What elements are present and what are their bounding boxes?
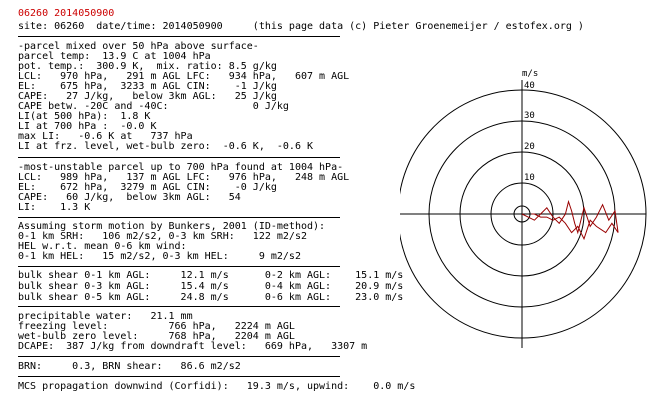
mcs-line: MCS propagation downwind (Corfidi): 19.3… xyxy=(18,381,416,392)
moisture-line: wet-bulb zero level: 768 hPa, 2204 m AGL xyxy=(18,331,295,342)
bulk-shear-line: bulk shear 0-1 km AGL: 12.1 m/s 0-2 km A… xyxy=(18,270,404,281)
mixed-parcel-line: -parcel mixed over 50 hPa above surface- xyxy=(18,41,259,52)
mixed-parcel-line: LCL: 970 hPa, 291 m AGL LFC: 934 hPa, 60… xyxy=(18,71,350,82)
unstable-parcel-line: LCL: 989 hPa, 137 m AGL LFC: 976 hPa, 24… xyxy=(18,172,350,183)
divider xyxy=(18,306,340,307)
divider xyxy=(18,157,340,158)
mixed-parcel-line: pot. temp.: 300.9 K, mix. ratio: 8.5 g/k… xyxy=(18,61,277,72)
ring-label-40: 40 xyxy=(524,81,535,91)
divider xyxy=(18,217,340,218)
ring-label-30: 30 xyxy=(524,111,535,121)
mixed-parcel-line: LI at frz. level, wet-bulb zero: -0.6 K,… xyxy=(18,141,314,152)
header-title: 06260 2014050900 xyxy=(18,8,115,19)
divider xyxy=(18,356,340,357)
mixed-parcel-line: parcel temp: 13.9 C at 1004 hPa xyxy=(18,51,211,62)
bulk-shear-line: bulk shear 0-5 km AGL: 24.8 m/s 0-6 km A… xyxy=(18,292,404,303)
mixed-parcel-line: LI at 700 hPa : -0.0 K xyxy=(18,121,157,132)
unstable-parcel-line: LI: 1.3 K xyxy=(18,202,91,213)
divider xyxy=(18,266,340,267)
mixed-parcel-line: LI(at 500 hPa): 1.8 K xyxy=(18,111,151,122)
site-line: site: 06260 date/time: 2014050900 (this … xyxy=(18,21,584,32)
unstable-parcel-line: CAPE: 60 J/kg, below 3km AGL: 54 xyxy=(18,192,241,203)
divider xyxy=(18,36,340,37)
storm-motion-line: 0-1 km SRH: 106 m2/s2, 0-3 km SRH: 122 m… xyxy=(18,231,307,242)
mixed-parcel-line: CAPE: 27 J/kg, below 3km AGL: 25 J/kg xyxy=(18,91,277,102)
hodograph-unit-label: m/s xyxy=(522,69,538,79)
ring-label-10: 10 xyxy=(524,173,535,183)
storm-motion-line: 0-1 km HEL: 15 m2/s2, 0-3 km HEL: 9 m2/s… xyxy=(18,251,301,262)
storm-motion-line: HEL w.r.t. mean 0-6 km wind: xyxy=(18,241,187,252)
unstable-parcel-line: EL: 672 hPa, 3279 m AGL CIN: -0 J/kg xyxy=(18,182,277,193)
mixed-parcel-line: max LI: -0.6 K at 737 hPa xyxy=(18,131,193,142)
moisture-line: DCAPE: 387 J/kg from downdraft level: 66… xyxy=(18,341,368,352)
mixed-parcel-line: EL: 675 hPa, 3233 m AGL CIN: -1 J/kg xyxy=(18,81,277,92)
ring-label-20: 20 xyxy=(524,142,535,152)
unstable-parcel-line: -most-unstable parcel up to 700 hPa foun… xyxy=(18,162,344,173)
moisture-line: precipitable water: 21.1 mm xyxy=(18,311,193,322)
moisture-line: freezing level: 766 hPa, 2224 m AGL xyxy=(18,321,295,332)
brn-line: BRN: 0.3, BRN shear: 86.6 m2/s2 xyxy=(18,361,241,372)
hodograph: m/s 10 20 30 40 xyxy=(400,69,647,348)
mixed-parcel-line: CAPE betw. -20C and -40C: 0 J/kg xyxy=(18,101,289,112)
storm-motion-line: Assuming storm motion by Bunkers, 2001 (… xyxy=(18,221,326,232)
hodograph-trace xyxy=(521,199,619,241)
bulk-shear-line: bulk shear 0-3 km AGL: 15.4 m/s 0-4 km A… xyxy=(18,281,404,292)
divider xyxy=(18,376,340,377)
